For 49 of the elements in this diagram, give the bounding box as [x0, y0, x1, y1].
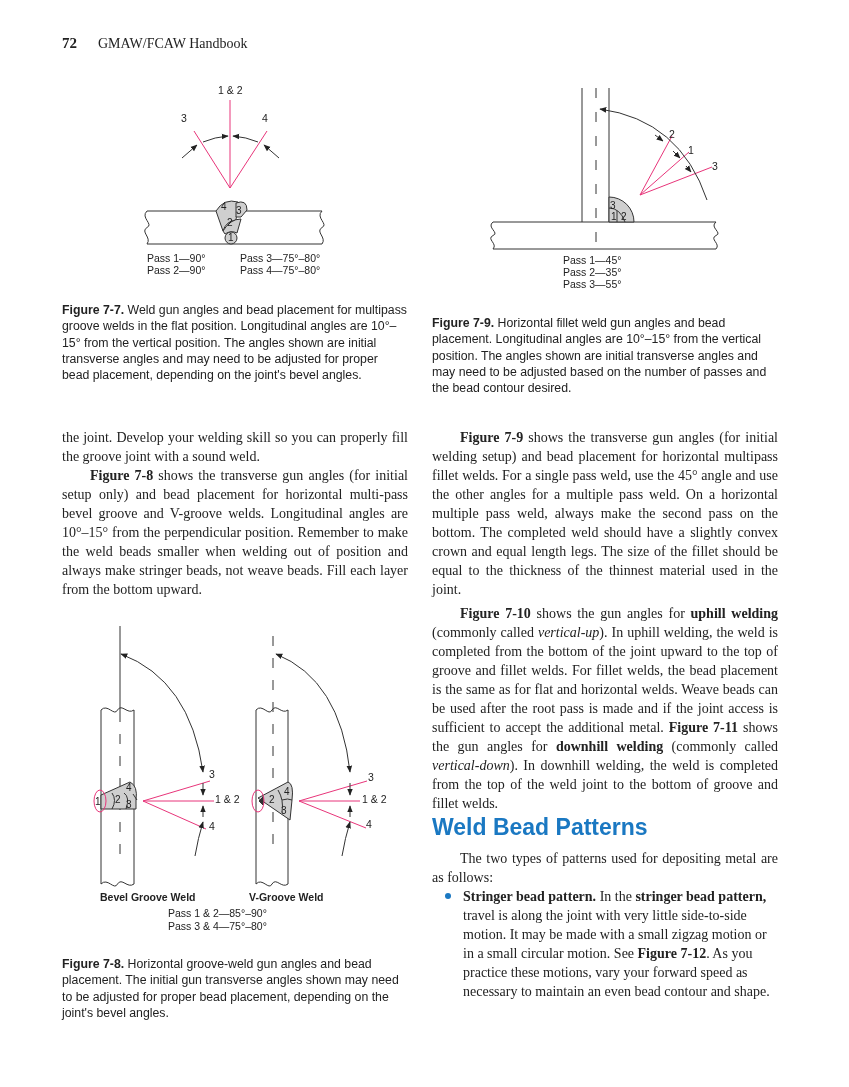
angle-label: 1	[688, 144, 694, 156]
bead-number: 2	[115, 794, 121, 805]
bead-number: 1	[228, 232, 234, 243]
bead-number: 2	[269, 794, 275, 805]
body-paragraph: the joint. Develop your welding skill so you can properly fill the groove joint with a sound weld.	[62, 429, 408, 466]
section-heading: Weld Bead Patterns	[432, 814, 648, 841]
angle-label: 4	[366, 818, 372, 830]
angle-label: 1 & 2	[362, 793, 387, 805]
body-paragraph: Figure 7-8 shows the transverse gun angles (for initial setup only) and bead placement for horizontal multi-pass bevel groove and V-groove welds. Longitudinal angles are 10°–15° from the perpendicular position. Remember to make the weld beads smaller when welding out of position and always make stringer beads, not weave beads. Fill each layer from the bottom upward.	[62, 467, 408, 599]
pass-angle-note: Pass 3—75°–80°	[240, 252, 321, 264]
pass-angle-note: Pass 1 & 2—85°–90°	[168, 907, 267, 919]
bead-number: 2	[227, 217, 233, 228]
angle-label: 2	[669, 128, 675, 140]
pass-angle-note: Pass 3—55°	[563, 278, 622, 290]
angle-label: 4	[209, 820, 215, 832]
pass-angle-note: Pass 2—35°	[563, 266, 622, 278]
figure-caption: Figure 7-7. Weld gun angles and bead placement for multipass groove welds in the flat position. Longitudinal angles are 10°–15° from the vertical position. The angles shown are initial transverse angles and may need to be adjusted for proper bead placement, depending on the joint's bevel angles.	[62, 302, 408, 384]
bead-number: 3	[236, 205, 242, 216]
angle-label: 1 & 2	[218, 84, 243, 96]
weld-type-label: V-Groove Weld	[249, 891, 324, 903]
angle-label: 3	[368, 771, 374, 783]
bead-number: 3	[126, 799, 132, 810]
bullet-paragraph: Stringer bead pattern. In the stringer bead pattern, travel is along the joint with very little side-to-side motion. It may be made with a small zigzag motion or in a small circular motion. See Figure 7-12. As you practice these motions, vary your forward speed as necessary to maintain an even bead contour and shape.	[463, 888, 771, 1001]
pass-angle-note: Pass 2—90°	[147, 264, 206, 276]
pass-angle-note: Pass 1—45°	[563, 254, 622, 266]
bead-number: 4	[284, 786, 290, 797]
body-paragraph: Figure 7-10 shows the gun angles for uphill welding (commonly called vertical-up). In uphill welding, the weld is completed from the bottom of the joint upward to the top of groove and fillet welds. For fillet welds, the bead placement is the same as for flat and horizontal welds. Weave beads can be used after the root pass is made and if the joint access is sufficient to accept the additional metal. Figure 7-11 shows the gun angles for downhill welding (commonly called vertical-down). In downhill welding, the weld is completed from the top of the weld joint to the bottom of groove and fillet welds.	[432, 605, 778, 813]
angle-label: 3	[712, 160, 718, 172]
angle-label: 3	[181, 112, 187, 124]
pass-angle-note: Pass 3 & 4—75°–80°	[168, 920, 267, 932]
page-number: 72	[62, 35, 77, 52]
figure-caption: Figure 7-9. Horizontal fillet weld gun angles and bead placement. Longitudinal angles are 10°–15° from the vertical position. The angles shown are initial transverse angles and may need to be adjusted based on the number of passes and the bead contour desired.	[432, 315, 768, 397]
bead-number: 1	[95, 796, 101, 807]
bead-number: 2	[621, 211, 627, 222]
bead-number: 4	[126, 782, 132, 793]
bead-number: 4	[221, 201, 227, 212]
body-paragraph: Figure 7-9 shows the transverse gun angles (for initial welding setup) and bead placement for horizontal multipass fillet welds. For a single pass weld, use the 45° angle and use the other angles for a multiple pass weld. On a horizontal multiple pass weld, always make the second pass on the bottom. The completed weld should have a slightly convex crown and equal length legs. The size of the fillet should be equal to the thickness of the thinnest material used in the joint.	[432, 429, 778, 599]
pass-angle-note: Pass 4—75°–80°	[240, 264, 321, 276]
bead-number: 3	[281, 805, 287, 816]
bead-number: 1	[611, 211, 617, 222]
pass-angle-note: Pass 1—90°	[147, 252, 206, 264]
figure-caption: Figure 7-8. Horizontal groove-weld gun angles and bead placement. The initial gun transverse angles shown may need to be adjusted for proper bead placement, depending on the joint's bevel angles.	[62, 956, 400, 1022]
weld-type-label: Bevel Groove Weld	[100, 891, 196, 903]
angle-label: 3	[209, 768, 215, 780]
angle-label: 4	[262, 112, 268, 124]
running-header: GMAW/FCAW Handbook	[98, 36, 248, 52]
body-paragraph: The two types of patterns used for depositing metal are as follows:	[432, 850, 778, 887]
angle-label: 1 & 2	[215, 793, 240, 805]
bead-number: 3	[610, 200, 616, 211]
